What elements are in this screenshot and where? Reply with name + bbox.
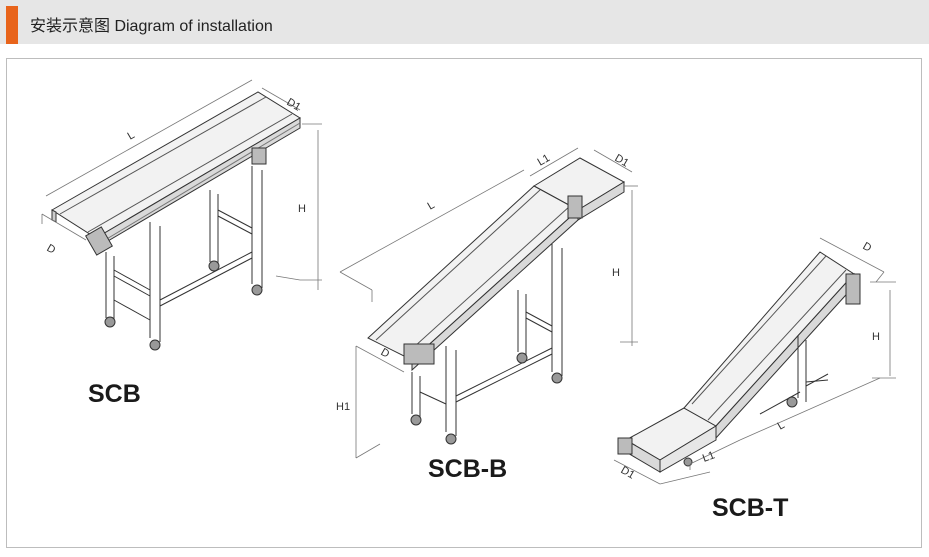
header-accent-bar <box>6 6 18 44</box>
scb-height-label: H <box>298 203 306 215</box>
scb-t-width-label: D <box>861 240 874 254</box>
scb-b-width-top-label: D1 <box>613 152 631 169</box>
scb-width-label: D <box>45 242 58 256</box>
scb-b-model-label: SCB-B <box>428 455 508 483</box>
scb-t-conveyor-drawing <box>613 237 896 485</box>
scb-b-height-label: H <box>612 267 620 279</box>
scb-b-length-label: L <box>426 199 437 212</box>
section-title: 安装示意图 Diagram of installation <box>30 18 273 35</box>
scb-b-width-label: D <box>379 346 392 360</box>
scb-model-label: SCB <box>88 380 141 408</box>
scb-t-length-label: L <box>776 419 787 432</box>
scb-b-conveyor-drawing <box>339 147 638 459</box>
scb-t-infeed-width-label: D1 <box>619 464 637 481</box>
scb-b-incline-length-label: L1 <box>536 152 553 169</box>
section-header: 安装示意图 Diagram of installation <box>0 0 929 44</box>
scb-t-horizontal-length-label: L1 <box>701 449 717 464</box>
scb-t-model-label: SCB-T <box>712 494 789 522</box>
scb-conveyor-drawing <box>41 79 322 351</box>
scb-b-infeed-height-label: H1 <box>336 401 350 413</box>
scb-length-label: L <box>126 129 137 142</box>
scb-t-height-label: H <box>872 331 880 343</box>
